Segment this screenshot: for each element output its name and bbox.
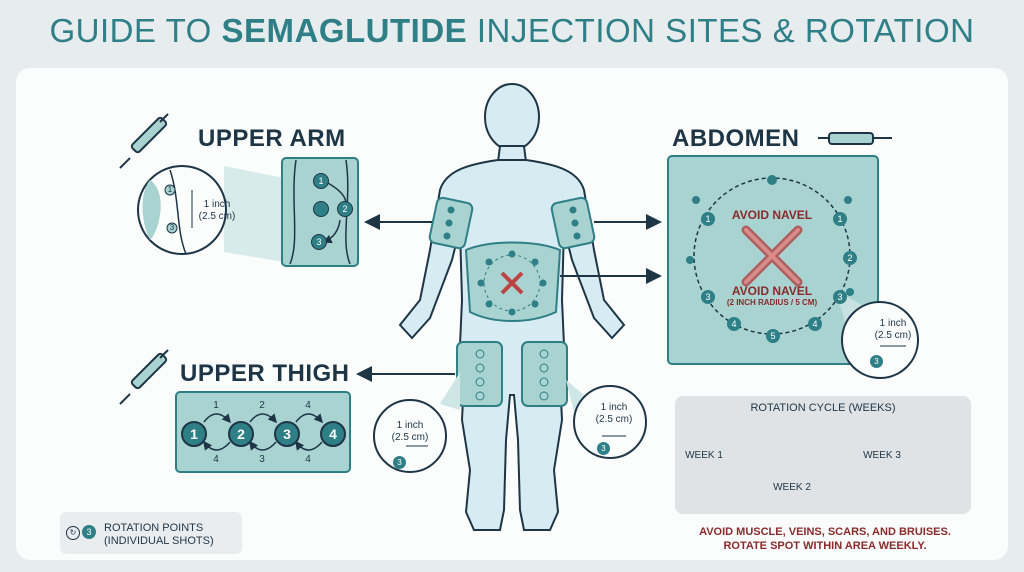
thigh-arrow-top-3: 4 [305, 400, 311, 411]
abdomen-avoid-top: AVOID NAVEL [731, 208, 813, 222]
thigh-patch-right [521, 341, 568, 407]
arm-patch-right [550, 196, 596, 250]
thigh-point-4: 4 [320, 421, 346, 447]
arm-zoom-circle [137, 165, 227, 255]
rotation-week-1: WEEK 1 [685, 450, 723, 461]
arm-zoom-cone [224, 166, 284, 262]
upper-arm-heading: UPPER ARM [198, 125, 346, 152]
rotation-cycle-title: ROTATION CYCLE (WEEKS) [750, 402, 896, 414]
thigh-zoom-point-right: 3 [597, 442, 610, 455]
abdomen-point-5: 5 [766, 329, 780, 343]
thigh-measure-right: 1 inch(2.5 cm) [595, 402, 633, 425]
thigh-arrow-top-2: 2 [259, 400, 265, 411]
legend-text: ROTATION POINTS(INDIVIDUAL SHOTS) [104, 522, 214, 547]
rotation-icon: ↻ [66, 526, 80, 540]
pen-icon-arm [119, 113, 169, 169]
abdomen-point-r1: 1 [833, 212, 847, 226]
abdomen-dots [686, 175, 854, 296]
arm-zoom-point-3: 3 [169, 223, 175, 232]
abdomen-avoid-note: (2 INCH RADIUS / 5 CM) [726, 298, 818, 307]
thigh-arrow-bottom-3: 4 [305, 454, 311, 465]
rotation-cycle-panel [675, 396, 971, 514]
pen-icon-abdomen [818, 132, 892, 145]
legend: ↻ 3 ROTATION POINTS(INDIVIDUAL SHOTS) [60, 512, 242, 554]
thigh-arrow-bottom-1: 4 [213, 454, 219, 465]
arm-point-1: 1 [313, 173, 329, 189]
thigh-arrow-bottom-2: 3 [259, 454, 265, 465]
thigh-zoom-point-left: 3 [393, 456, 406, 469]
legend-point: 3 [82, 525, 96, 539]
thigh-arrow-top-1: 1 [213, 400, 219, 411]
thigh-zoom-left [373, 372, 460, 473]
abdomen-avoid-bottom: AVOID NAVEL [731, 284, 813, 298]
arm-point-3: 3 [311, 234, 327, 250]
rotation-week-2: WEEK 2 [773, 482, 811, 493]
arm-zoom-point-1: 1 [167, 185, 173, 194]
thigh-point-3: 3 [274, 421, 300, 447]
thigh-point-2: 2 [228, 421, 254, 447]
upper-thigh-heading: UPPER THIGH [180, 360, 350, 387]
abdomen-point-1: 1 [701, 212, 715, 226]
thigh-point-1: 1 [181, 421, 207, 447]
thigh-zoom-right [566, 380, 647, 459]
abdomen-measure: 1 inch(2.5 cm) [874, 318, 912, 341]
pen-icon-thigh [119, 349, 169, 405]
abdomen-point-3: 3 [701, 290, 715, 304]
abdomen-point-r4: 4 [808, 317, 822, 331]
abdomen-heading: ABDOMEN [672, 125, 800, 152]
arm-measure: 1 inch(2.5 cm) [198, 199, 236, 222]
thigh-panel [175, 391, 351, 473]
warning-line-1: AVOID MUSCLE, VEINS, SCARS, AND BRUISES. [699, 526, 951, 538]
arm-patch-left [428, 196, 474, 250]
abdomen-zoom [836, 290, 919, 379]
arm-point-2: 2 [337, 201, 353, 217]
thigh-patch-left [456, 341, 503, 407]
warning-line-2: ROTATE SPOT WITHIN AREA WEEKLY. [723, 540, 927, 552]
abdomen-patch-dots [477, 250, 547, 316]
abdomen-point-4: 4 [727, 317, 741, 331]
rotation-week-3: WEEK 3 [863, 450, 901, 461]
abdomen-zoom-point: 3 [870, 355, 883, 368]
body-silhouette [398, 83, 626, 531]
arm-point-center [313, 201, 329, 217]
page-title: GUIDE TO SEMAGLUTIDE INJECTION SITES & R… [49, 12, 975, 49]
abdomen-point-r3: 3 [833, 290, 847, 304]
abdomen-point-r2: 2 [843, 251, 857, 265]
thigh-measure-left: 1 inch(2.5 cm) [391, 420, 429, 443]
